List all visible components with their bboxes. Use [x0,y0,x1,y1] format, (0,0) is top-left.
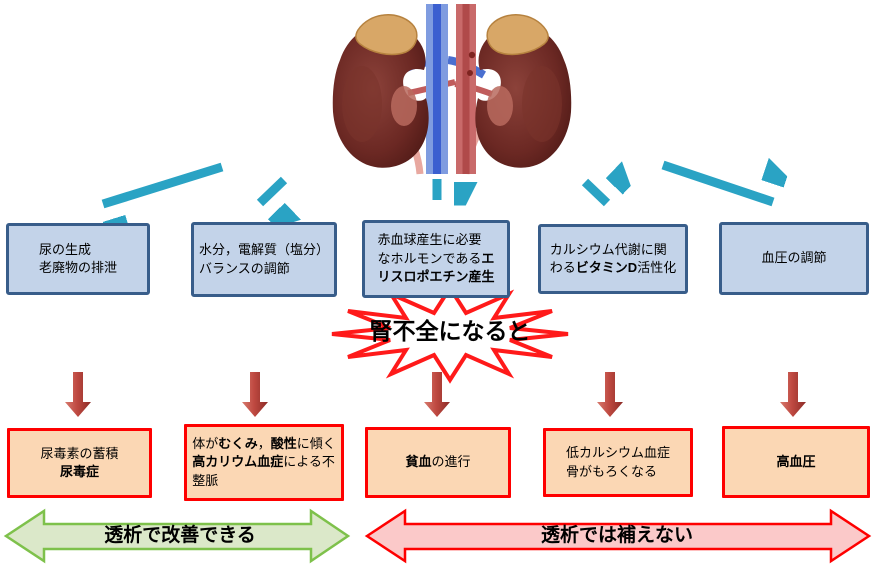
renal-pelvis-right [487,86,513,126]
function-box-water-balance: 水分，電解質（塩分） バランスの調節 [191,222,337,297]
dialysis-not-compensable-arrow [364,508,872,564]
failure-arrow-1 [65,372,91,417]
function-box-water-balance-text: 水分，電解質（塩分） バランスの調節 [198,242,329,276]
function-arrows [101,162,773,207]
renal-pelvis-left [391,86,417,126]
function-box-urine: 尿の生成 老廃物の排泄 [6,223,150,295]
failure-arrow-2 [242,372,268,417]
failure-arrow-3 [424,372,450,417]
function-box-blood-pressure: 血圧の調節 [719,222,869,295]
dialysis-improvable-label: 透析で改善できる [104,525,256,546]
teal-arrow-vitd [581,182,607,207]
dialysis-not-compensable-label: 透析では補えない [540,525,693,546]
consequence-box-hypertension-text: 高血圧 [776,453,816,469]
function-box-erythropoietin-text: 赤血球産生に必要 なホルモンであるエ リスロポエチン産生 [377,232,495,285]
consequence-box-hyperkalemia: 体がむくみ，酸性に傾く 高カリウム血症による不 整脈 [184,424,344,501]
teal-arrow-water [256,176,284,203]
consequence-box-hyperkalemia-text: 体がむくみ，酸性に傾く 高カリウム血症による不 整脈 [192,435,336,488]
consequence-box-hypocalcemia: 低カルシウム血症 骨がもろくなる [543,428,693,497]
aorta-branch-stub [468,51,476,59]
consequence-box-anemia: 貧血の進行 [365,427,511,498]
failure-arrow-4 [597,372,623,417]
consequence-box-uremia: 尿毒素の蓄積 尿毒症 [7,428,152,498]
consequence-box-hypocalcemia-text: 低カルシウム血症 骨がもろくなる [565,445,670,479]
burst-label: 腎不全になると [369,318,531,344]
kidney-left-highlight [342,66,382,142]
function-box-vitamin-d-text: カルシウム代謝に関 わるビタミンD活性化 [549,241,677,275]
consequence-box-anemia-text: 貧血の進行 [405,454,471,470]
dialysis-improvable-arrow [3,508,351,564]
teal-arrow-urine [101,162,224,204]
function-box-blood-pressure-text: 血圧の調節 [761,250,827,266]
kidney-illustration [332,4,572,175]
failure-arrows [65,372,806,417]
function-box-urine-text: 尿の生成 老廃物の排泄 [38,241,117,275]
aorta-branch-stub [467,70,473,76]
function-box-vitamin-d: カルシウム代謝に関 わるビタミンD活性化 [538,224,688,294]
kidney-right-highlight [522,66,562,142]
function-box-erythropoietin: 赤血球産生に必要 なホルモンであるエ リスロポエチン産生 [362,220,510,298]
adrenal-gland-right [486,14,549,56]
teal-arrow-bp [661,165,773,207]
adrenal-gland-left [355,14,418,56]
consequence-box-hypertension: 高血圧 [722,426,870,498]
consequence-box-uremia-text: 尿毒素の蓄積 尿毒症 [40,445,119,479]
failure-arrow-5 [780,372,806,417]
